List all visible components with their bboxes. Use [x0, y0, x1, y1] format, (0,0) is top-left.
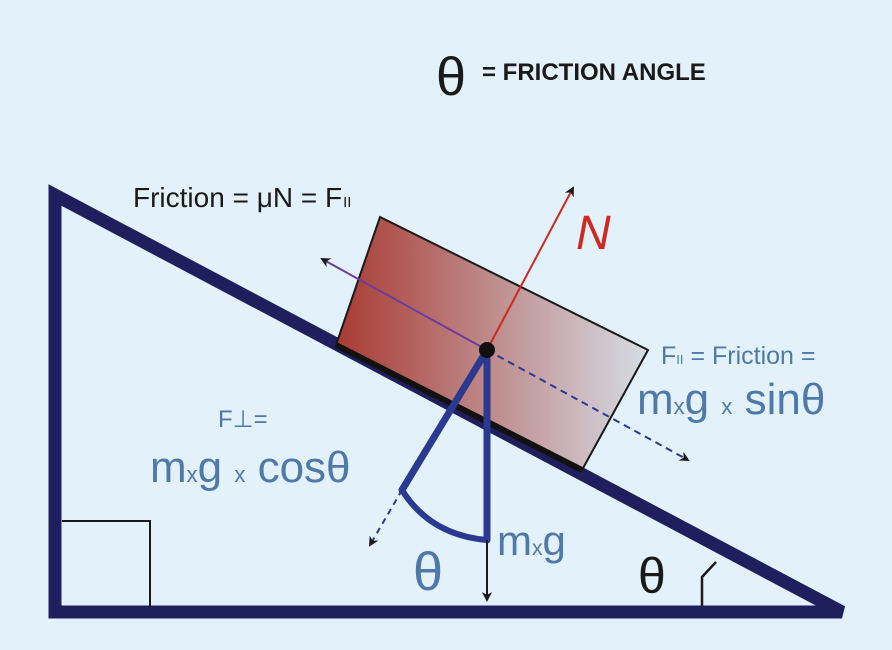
friction-equation-subscript: II [343, 194, 351, 211]
center-of-mass [479, 342, 495, 358]
perpendicular-component-label-line1: F⊥= [218, 406, 268, 433]
friction-equation-label: Friction = μN = FII [133, 182, 351, 213]
legend-theta-symbol: θ [436, 47, 466, 107]
incline-angle-tick [700, 561, 717, 606]
normal-force-label: N [576, 207, 611, 260]
weight-label: mxg [497, 517, 566, 564]
perpendicular-component-formula: mxg x cosθ [150, 443, 351, 492]
legend-text: = FRICTION ANGLE [482, 59, 706, 86]
force-angle-theta: θ [413, 542, 443, 602]
perpendicular-component-dashed [368, 489, 403, 547]
perpendicular-component-line [398, 346, 491, 494]
parallel-component-label-line1: FII = Friction = [661, 342, 816, 370]
parallel-component-formula: mxg x sinθ [637, 375, 825, 424]
incline-angle-theta: θ [638, 548, 666, 604]
friction-force-arrow [320, 258, 488, 351]
right-angle-marker [62, 520, 151, 607]
block-bottom-shadow [334, 342, 584, 473]
normal-force-arrow [486, 186, 574, 351]
parallel-component-arrow [486, 349, 690, 461]
force-angle-arc [399, 488, 488, 543]
